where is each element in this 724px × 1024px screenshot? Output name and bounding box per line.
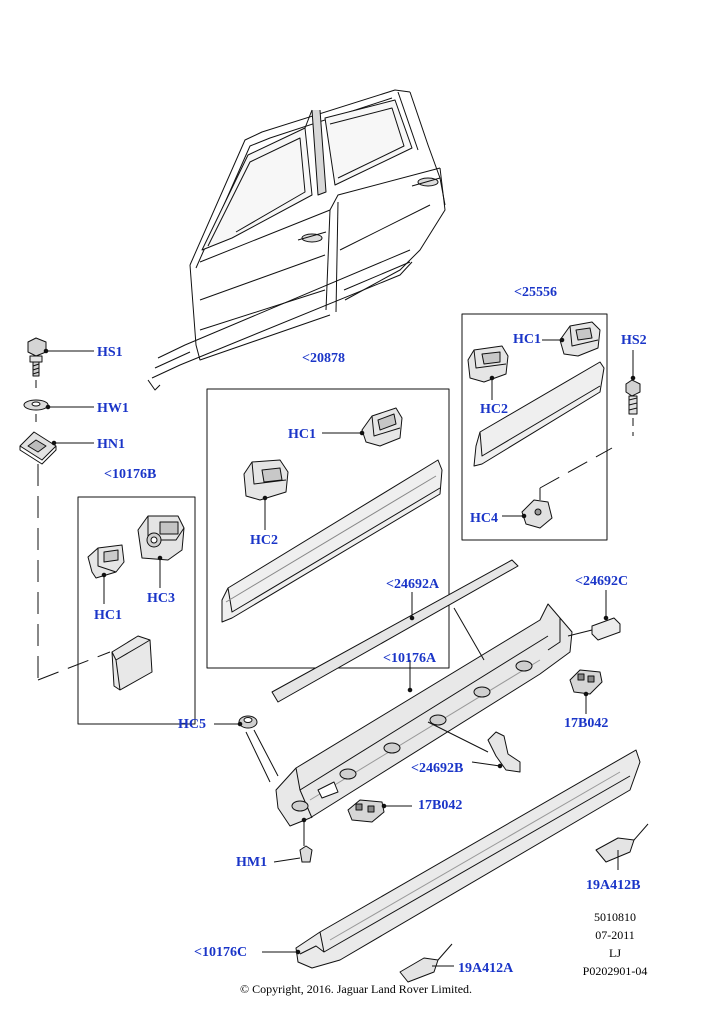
kit-box-25556 [461,313,608,541]
clip-icon [243,459,289,501]
callout-17b042-mid[interactable]: 17B042 [418,798,463,813]
clip-icon [361,407,403,447]
callout-hw1[interactable]: HW1 [97,401,129,416]
revision-date: 07-2011 [595,928,635,942]
author-initials: LJ [609,946,621,960]
grommet-icon [238,715,258,729]
reference-number: 5010810 [594,910,636,924]
clip-icon [347,799,385,823]
callout-hc2-right[interactable]: HC2 [480,402,508,417]
callout-hm1[interactable]: HM1 [236,855,268,870]
clip-icon [87,544,125,579]
bracket-part [487,731,521,773]
washer-icon [23,399,49,411]
door-moulding-part [221,459,443,623]
callout-hc4[interactable]: HC4 [470,511,498,526]
trim-clip-part [399,957,439,983]
callout-10176c[interactable]: <10176C [194,945,248,960]
callout-hc2-mid[interactable]: HC2 [250,533,278,548]
callout-24692b[interactable]: <24692B [411,761,464,776]
callout-10176a[interactable]: <10176A [383,651,437,666]
callout-hc1-left[interactable]: HC1 [94,608,122,623]
bumper-icon [111,635,153,691]
callout-19a412b[interactable]: 19A412B [586,878,641,893]
kit-box-10176b [77,496,196,725]
clip-icon [299,845,313,863]
clip-icon [569,669,603,695]
callout-kit-25556[interactable]: <25556 [514,285,557,300]
callout-kit-10176b[interactable]: <10176B [104,467,157,482]
callout-hn1[interactable]: HN1 [97,437,125,452]
callout-19a412a[interactable]: 19A412A [458,961,514,976]
copyright-notice: © Copyright, 2016. Jaguar Land Rover Lim… [239,982,473,996]
illustration-number: P0202901-04 [582,964,648,978]
callout-24692a[interactable]: <24692A [386,577,440,592]
clip-icon [559,321,601,357]
seal-strip-part [271,559,519,703]
clip-icon [467,345,509,383]
nut-icon [19,431,57,465]
callout-hc1-right[interactable]: HC1 [513,332,541,347]
clip-icon [137,515,185,561]
callout-24692c[interactable]: <24692C [575,574,629,589]
bolt-icon [625,379,641,415]
callout-17b042-right[interactable]: 17B042 [564,716,609,731]
callout-hs2[interactable]: HS2 [621,333,647,348]
trim-clip-part [595,837,635,863]
clip-icon [521,499,553,529]
sill-cover-part [295,749,641,969]
callout-hc1-mid[interactable]: HC1 [288,427,316,442]
door-moulding-part [473,361,605,467]
callout-kit-20878[interactable]: <20878 [302,351,345,366]
end-cap-part [591,617,621,641]
sill-panel-part [275,603,573,827]
callout-hc3[interactable]: HC3 [147,591,175,606]
callout-hc5[interactable]: HC5 [178,717,206,732]
bolt-icon [27,337,47,377]
callout-hs1[interactable]: HS1 [97,345,123,360]
vehicle-body-outline [147,89,446,391]
